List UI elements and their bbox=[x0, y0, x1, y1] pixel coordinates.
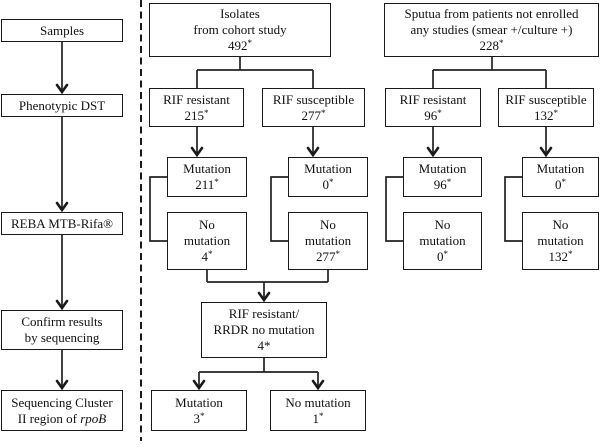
cohort-res-nomut-line2: mutation bbox=[183, 233, 231, 248]
sequencing-mutation-label: Mutation bbox=[175, 394, 223, 410]
box-cohort-rif-resistant: RIF resistant 215* bbox=[149, 88, 244, 127]
rrdr-line2: RRDR no mutation bbox=[213, 322, 315, 337]
box-cohort-resistant-no-mutation: No mutation 4* bbox=[167, 212, 247, 270]
cohort-rif-susceptible-label: RIF susceptible bbox=[272, 91, 355, 107]
box-cohort-rif-susceptible: RIF susceptible 277* bbox=[262, 88, 365, 127]
sputum-tree-connectors bbox=[385, 57, 553, 242]
sputum-sus-nomut-value: 132* bbox=[548, 249, 573, 264]
box-sputum-susceptible-no-mutation: No mutation 132* bbox=[522, 212, 599, 270]
box-sputum-rif-resistant: RIF resistant 96* bbox=[385, 88, 481, 127]
cohort-root-line2: from cohort study bbox=[193, 22, 287, 37]
rpoB-gene-label: rpoB bbox=[80, 410, 107, 426]
cohort-res-mutation-value: 211* bbox=[195, 177, 219, 192]
sequencing-no-mutation-value: 1* bbox=[312, 410, 324, 426]
box-cohort-susceptible-mutation: Mutation 0* bbox=[288, 157, 368, 197]
flow-step-reba-mtb-rifa: REBA MTB-Rifa® bbox=[1, 212, 123, 235]
cohort-root-value: 492* bbox=[228, 38, 252, 53]
cohort-tree-connectors bbox=[149, 57, 329, 303]
flow-step-sequencing-line1: Sequencing Cluster bbox=[11, 394, 113, 410]
sputum-rif-susceptible-value: 132* bbox=[534, 107, 558, 123]
box-sequencing-no-mutation: No mutation 1* bbox=[270, 390, 366, 431]
box-cohort-susceptible-no-mutation: No mutation 277* bbox=[288, 212, 368, 270]
cohort-res-nomut-line1: No bbox=[199, 217, 215, 232]
sputum-res-mutation-value: 96* bbox=[433, 177, 452, 192]
cohort-rif-susceptible-value: 277* bbox=[301, 107, 326, 123]
cohort-sus-mutation-value: 0* bbox=[322, 177, 334, 192]
cohort-root-line1: Isolates bbox=[220, 6, 260, 21]
sputum-res-nomut-line1: No bbox=[434, 217, 451, 232]
sputum-root-value: 228* bbox=[479, 38, 504, 53]
flow-step-phenotypic-dst-label: Phenotypic DST bbox=[18, 97, 106, 113]
box-sputum-resistant-mutation: Mutation 96* bbox=[403, 157, 482, 197]
rrdr-line1: RIF resistant/ bbox=[228, 306, 300, 321]
box-isolates-cohort-root: Isolates from cohort study 492* bbox=[149, 3, 331, 57]
flow-step-phenotypic-dst: Phenotypic DST bbox=[1, 94, 123, 117]
cohort-sus-nomut-line1: No bbox=[320, 217, 336, 232]
sputum-sus-nomut-line2: mutation bbox=[537, 233, 584, 248]
sputum-sus-nomut-line1: No bbox=[552, 217, 569, 232]
sputum-rif-resistant-value: 96* bbox=[424, 107, 442, 123]
sequencing-mutation-value: 3* bbox=[193, 410, 205, 426]
box-sputum-susceptible-mutation: Mutation 0* bbox=[522, 157, 599, 197]
sputum-res-nomut-line2: mutation bbox=[419, 233, 466, 248]
cohort-sus-nomut-value: 277* bbox=[316, 249, 340, 264]
sputum-rif-susceptible-label: RIF susceptible bbox=[505, 91, 587, 107]
flow-step-sequencing-line2: II region of rpoB bbox=[18, 411, 106, 427]
cohort-res-mutation-label: Mutation bbox=[183, 161, 231, 176]
box-sputum-rif-susceptible: RIF susceptible 132* bbox=[498, 88, 594, 127]
box-cohort-resistant-mutation: Mutation 211* bbox=[167, 157, 247, 197]
flow-step-sequencing-cluster: Sequencing Cluster II region of rpoB bbox=[1, 390, 123, 431]
box-rif-resistant-rrdr-no-mutation: RIF resistant/ RRDR no mutation 4* bbox=[201, 302, 327, 358]
sequencing-branch-connectors bbox=[192, 358, 325, 391]
sputum-root-line2: any studies (smear +/culture +) bbox=[410, 22, 573, 37]
sputum-sus-mutation-value: 0* bbox=[555, 177, 566, 192]
rrdr-value: 4* bbox=[257, 338, 271, 353]
flow-step-samples-label: Samples bbox=[39, 22, 85, 38]
box-sputum-resistant-no-mutation: No mutation 0* bbox=[403, 212, 482, 270]
flow-step-reba-label: REBA MTB-Rifa® bbox=[11, 215, 113, 231]
sputum-res-nomut-value: 0* bbox=[437, 249, 448, 264]
cohort-sus-nomut-line2: mutation bbox=[304, 233, 352, 248]
sputum-rif-resistant-label: RIF resistant bbox=[399, 91, 467, 107]
sequencing-line2-prefix: II region of bbox=[17, 410, 81, 426]
box-sequencing-mutation: Mutation 3* bbox=[151, 390, 247, 431]
sputum-sus-mutation-label: Mutation bbox=[536, 161, 585, 176]
cohort-res-nomut-value: 4* bbox=[201, 249, 213, 264]
box-sputum-root: Sputua from patients not enrolled any st… bbox=[384, 3, 599, 57]
flow-step-confirm-line2: by sequencing bbox=[24, 330, 100, 345]
cohort-sus-mutation-label: Mutation bbox=[304, 161, 352, 176]
sputum-res-mutation-label: Mutation bbox=[418, 161, 467, 176]
flow-step-samples: Samples bbox=[1, 19, 123, 42]
cohort-rif-resistant-value: 215* bbox=[184, 107, 209, 123]
sputum-root-line1: Sputua from patients not enrolled bbox=[404, 6, 579, 21]
sequencing-no-mutation-label: No mutation bbox=[285, 394, 351, 410]
cohort-rif-resistant-label: RIF resistant bbox=[163, 91, 230, 107]
flow-step-confirm-line1: Confirm results bbox=[21, 314, 103, 329]
flow-step-confirm-sequencing: Confirm results by sequencing bbox=[1, 310, 123, 350]
